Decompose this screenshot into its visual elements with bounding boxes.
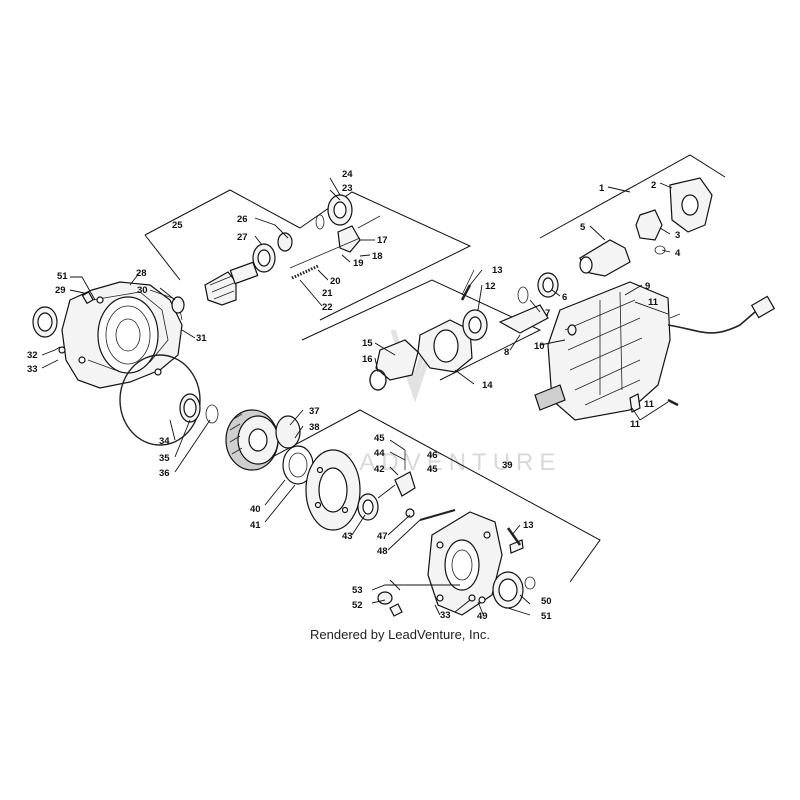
bolts <box>460 284 679 546</box>
callout-45-right: 45 <box>427 464 438 475</box>
group-brackets <box>144 154 726 583</box>
callout-17: 17 <box>377 235 388 246</box>
bracket-group-25-right <box>299 191 472 321</box>
callout-38: 38 <box>309 422 320 433</box>
callout-15: 15 <box>362 338 373 349</box>
callout-11-right: 11 <box>644 399 655 410</box>
callout-39: 39 <box>502 460 513 471</box>
callout-53: 53 <box>352 585 363 596</box>
bracket-group-15 <box>301 279 542 381</box>
callout-7: 7 <box>545 308 550 319</box>
callout-43: 43 <box>342 531 353 542</box>
callout-36: 36 <box>159 468 170 479</box>
callout-22: 22 <box>322 302 333 313</box>
pinion-assembly <box>171 232 293 314</box>
callout-3: 3 <box>675 230 680 241</box>
callout-26: 26 <box>237 214 248 225</box>
callout-8: 8 <box>504 347 509 358</box>
leader-lines <box>41 177 673 616</box>
callout-21: 21 <box>322 288 333 299</box>
callout-5: 5 <box>580 222 586 233</box>
callout-13-top: 13 <box>492 265 503 276</box>
callout-51-right: 51 <box>541 611 552 622</box>
callout-51-left: 51 <box>57 271 68 282</box>
callout-25: 25 <box>172 220 183 231</box>
callout-23: 23 <box>342 183 353 194</box>
bracket-group-39 <box>247 409 601 583</box>
callout-41: 41 <box>250 520 261 531</box>
callout-2: 2 <box>651 180 656 191</box>
callout-4: 4 <box>675 248 681 259</box>
callout-44: 44 <box>374 448 385 459</box>
callout-47: 47 <box>377 531 388 542</box>
callout-9: 9 <box>645 281 650 292</box>
callout-30: 30 <box>137 285 148 296</box>
differential-cover-plate <box>305 449 456 531</box>
callout-18: 18 <box>372 251 383 262</box>
callout-11-bottom: 11 <box>630 419 641 430</box>
callout-14: 14 <box>482 380 493 391</box>
callout-45-top: 45 <box>374 433 385 444</box>
credit-line: Rendered by LeadVenture, Inc. <box>310 627 490 642</box>
callout-32: 32 <box>27 350 38 361</box>
drive-yoke-assembly <box>579 177 713 277</box>
shift-fork-assembly <box>289 194 381 280</box>
callout-13-bottom: 13 <box>523 520 534 531</box>
callout-50: 50 <box>541 596 552 607</box>
callout-12: 12 <box>485 281 496 292</box>
ring-gear-assembly <box>225 409 314 485</box>
callout-42: 42 <box>374 464 385 475</box>
callout-33-bottom: 33 <box>440 610 451 621</box>
callout-1: 1 <box>599 183 605 194</box>
callout-37: 37 <box>309 406 320 417</box>
callout-33-left: 33 <box>27 364 38 375</box>
bracket-group-25-tick <box>144 234 181 281</box>
callout-labels: 1 2 3 4 5 6 7 8 9 10 11 11 11 12 13 13 1… <box>27 169 681 622</box>
callout-19: 19 <box>353 258 364 269</box>
actuator-assembly <box>534 281 776 421</box>
callout-34: 34 <box>159 436 170 447</box>
callout-20: 20 <box>330 276 341 287</box>
callout-31: 31 <box>196 333 207 344</box>
callout-48: 48 <box>377 546 388 557</box>
callout-52: 52 <box>352 600 363 611</box>
callout-11-top: 11 <box>648 297 659 308</box>
callout-49: 49 <box>477 611 488 622</box>
callout-46: 46 <box>427 450 438 461</box>
callout-10: 10 <box>534 341 545 352</box>
o-ring-and-bearing <box>119 354 219 446</box>
callout-16: 16 <box>362 354 373 365</box>
callout-29: 29 <box>55 285 66 296</box>
bracket-group-25-left <box>144 189 301 236</box>
differential-housing <box>32 281 183 389</box>
callout-27: 27 <box>237 232 248 243</box>
input-flange-assembly <box>369 269 577 391</box>
callout-6: 6 <box>562 292 567 303</box>
callout-40: 40 <box>250 504 261 515</box>
callout-24: 24 <box>342 169 353 180</box>
callout-35: 35 <box>159 453 170 464</box>
bracket-group-1 <box>539 154 726 239</box>
callout-28: 28 <box>136 268 147 279</box>
rear-cover <box>377 511 536 617</box>
